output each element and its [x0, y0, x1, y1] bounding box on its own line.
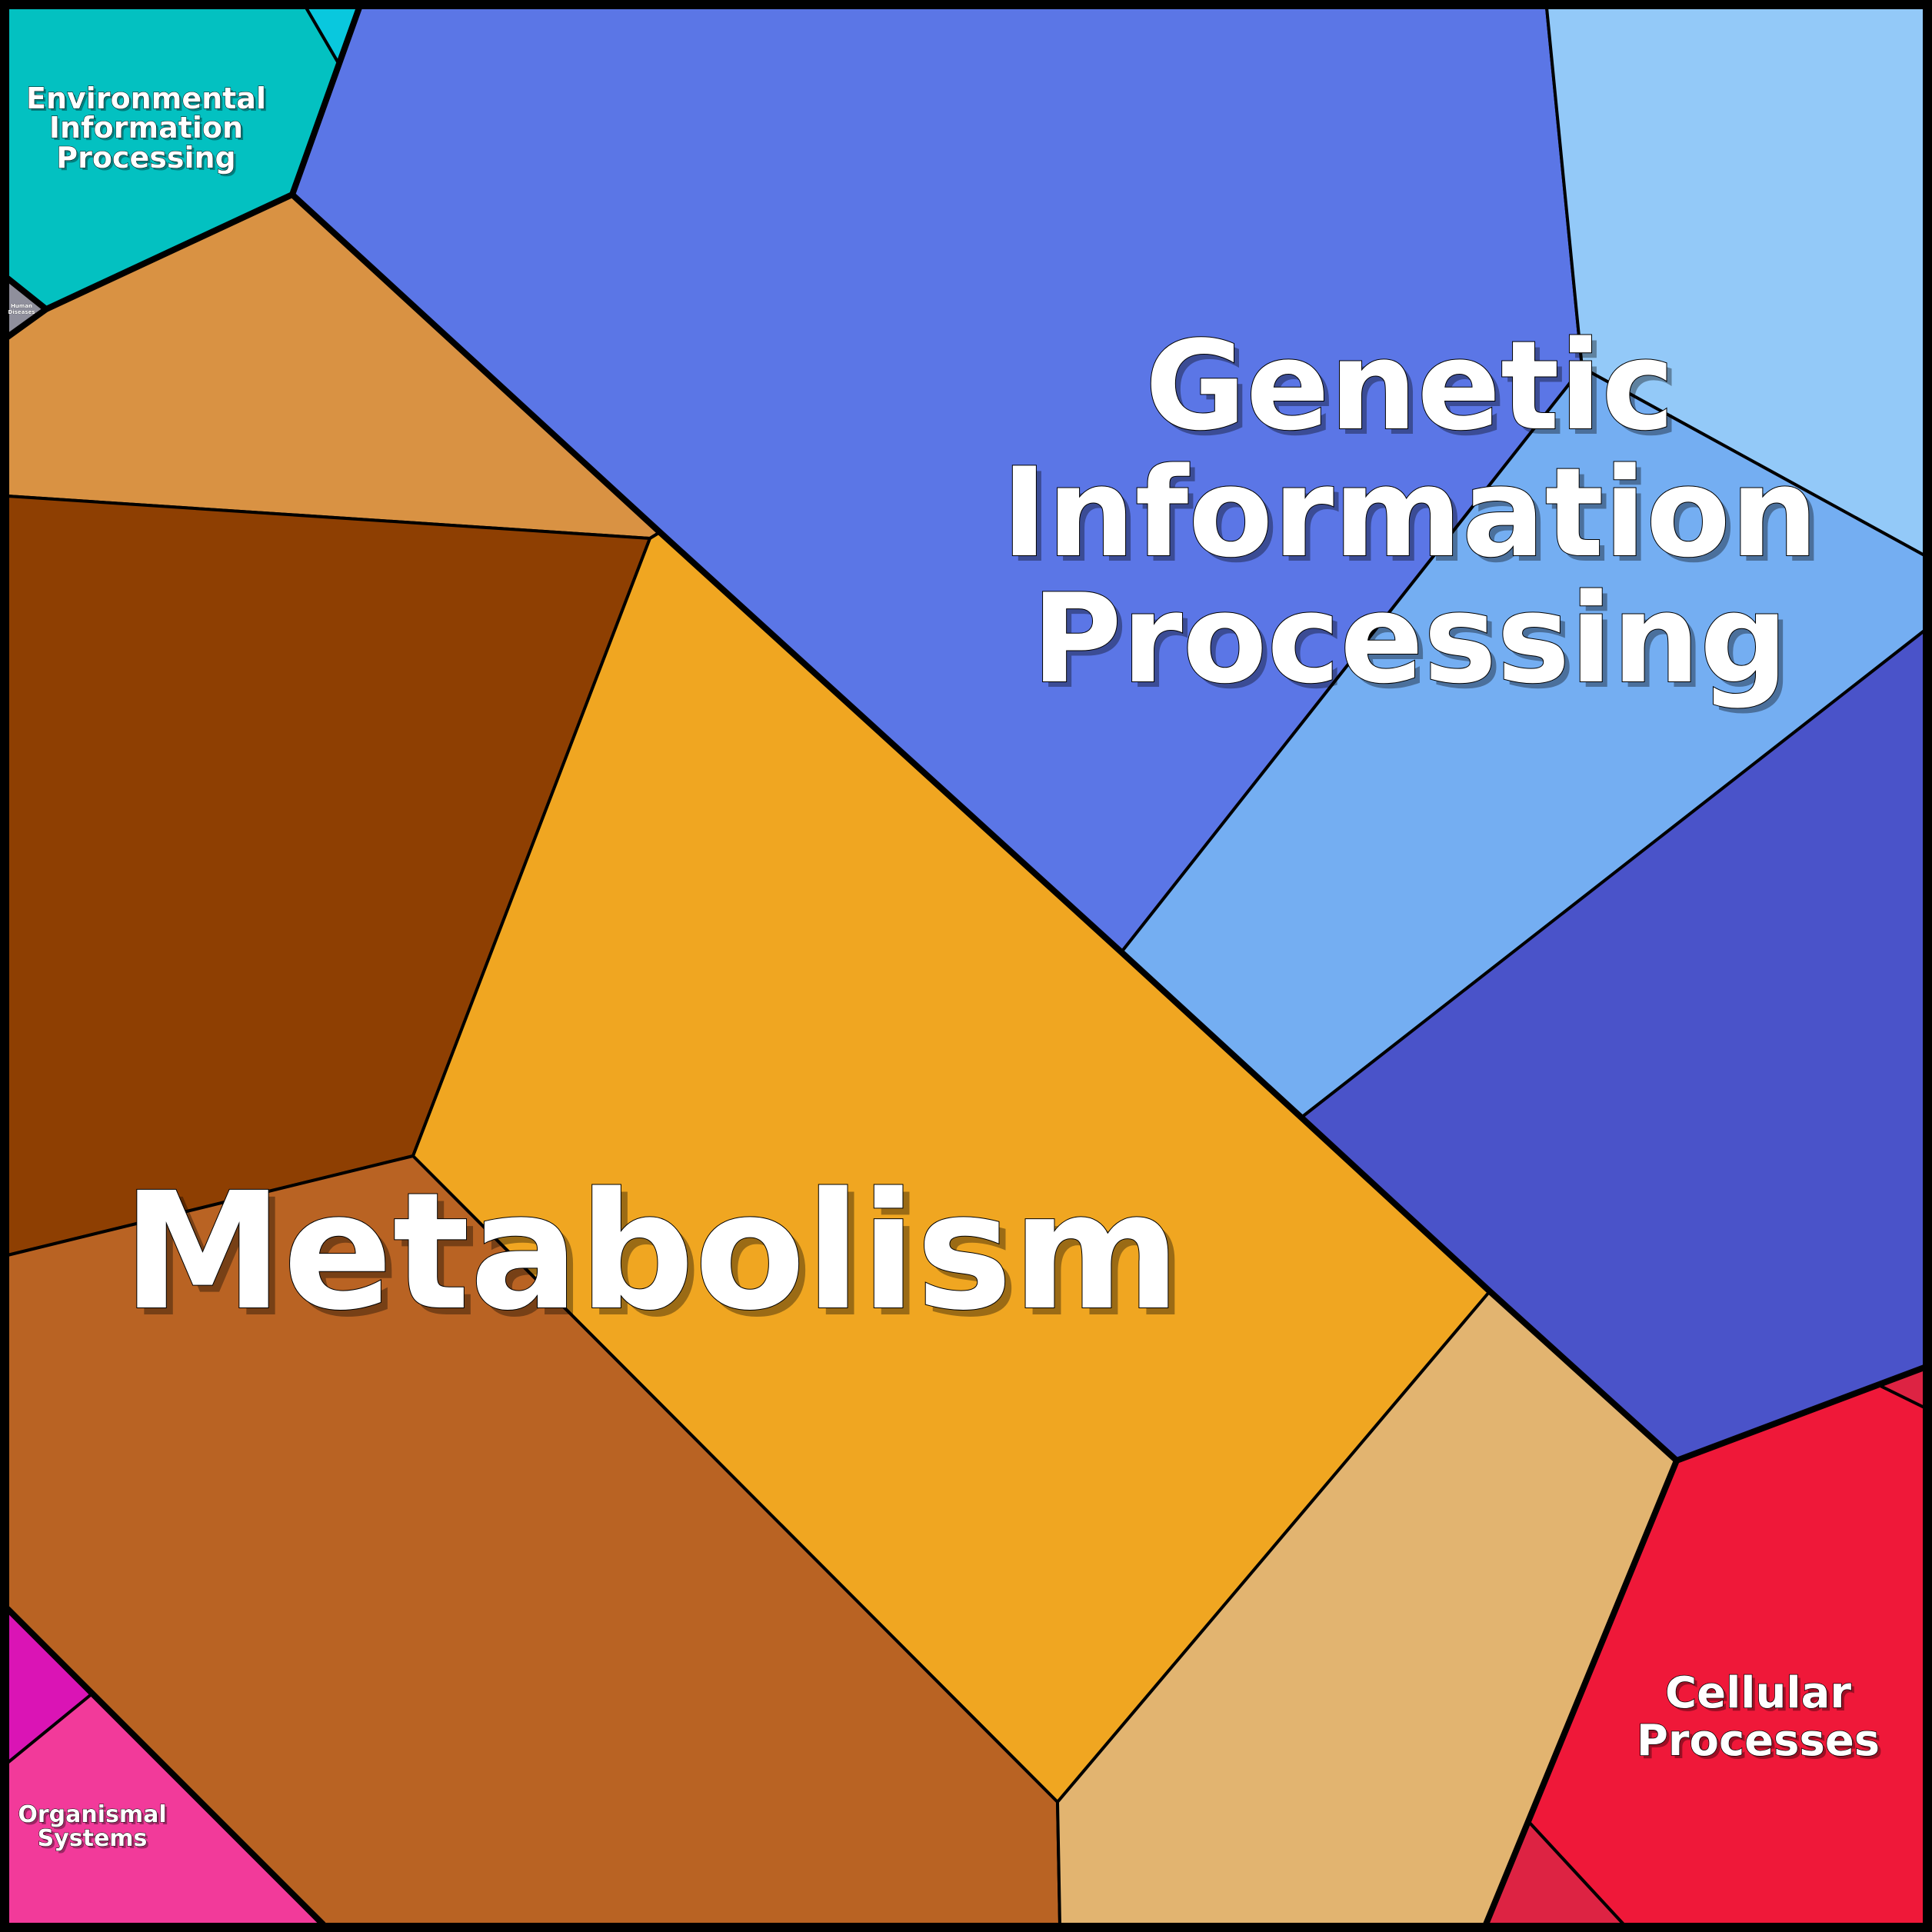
svg-text:Genetic: Genetic — [1151, 319, 1680, 463]
svg-text:Human: Human — [11, 303, 32, 309]
label-metabolism: Metabolism Metabolism — [122, 1157, 1188, 1353]
label-genetic-information-processing: Genetic Genetic Information Information … — [1001, 313, 1824, 716]
svg-text:Processes: Processes — [1637, 1716, 1880, 1766]
svg-text:Information: Information — [49, 111, 243, 145]
svg-text:Environmental: Environmental — [28, 84, 268, 118]
svg-text:Metabolism: Metabolism — [122, 1158, 1181, 1346]
svg-text:Metabolism: Metabolism — [129, 1164, 1188, 1353]
svg-text:Diseases: Diseases — [8, 309, 35, 315]
boundary-genetic-metabolism — [289, 192, 1680, 1464]
svg-text:Cellular: Cellular — [1668, 1671, 1854, 1721]
svg-text:Processing: Processing — [1031, 567, 1787, 711]
boundary-human-diseases — [5, 306, 49, 340]
label-organismal-systems: Organismal Organismal Systems Systems — [18, 1801, 169, 1855]
svg-text:Organismal: Organismal — [18, 1801, 166, 1828]
boundary-cellular — [1483, 1364, 1927, 1927]
svg-text:Information: Information — [1007, 446, 1824, 590]
label-cellular-processes: Cellular Cellular Processes Processes — [1636, 1667, 1883, 1769]
svg-text:Organismal: Organismal — [20, 1804, 168, 1830]
label-human-diseases: Human Diseases — [8, 303, 35, 315]
svg-text:Processing: Processing — [58, 143, 238, 177]
svg-text:Systems: Systems — [38, 1825, 148, 1852]
boundary-organismal — [5, 1606, 326, 1927]
svg-text:Information: Information — [52, 113, 245, 147]
label-environmental-information-processing: Environmental Environmental Information … — [26, 82, 268, 178]
svg-text:Processing: Processing — [1037, 572, 1793, 716]
svg-text:Processing: Processing — [56, 141, 236, 175]
svg-text:Environmental: Environmental — [26, 82, 266, 115]
svg-text:Genetic: Genetic — [1145, 314, 1674, 458]
svg-text:Information: Information — [1001, 441, 1818, 585]
svg-text:Systems: Systems — [40, 1827, 150, 1854]
svg-text:Cellular: Cellular — [1665, 1668, 1851, 1718]
svg-text:Processes: Processes — [1640, 1719, 1883, 1769]
boundary-environmental — [5, 5, 362, 312]
